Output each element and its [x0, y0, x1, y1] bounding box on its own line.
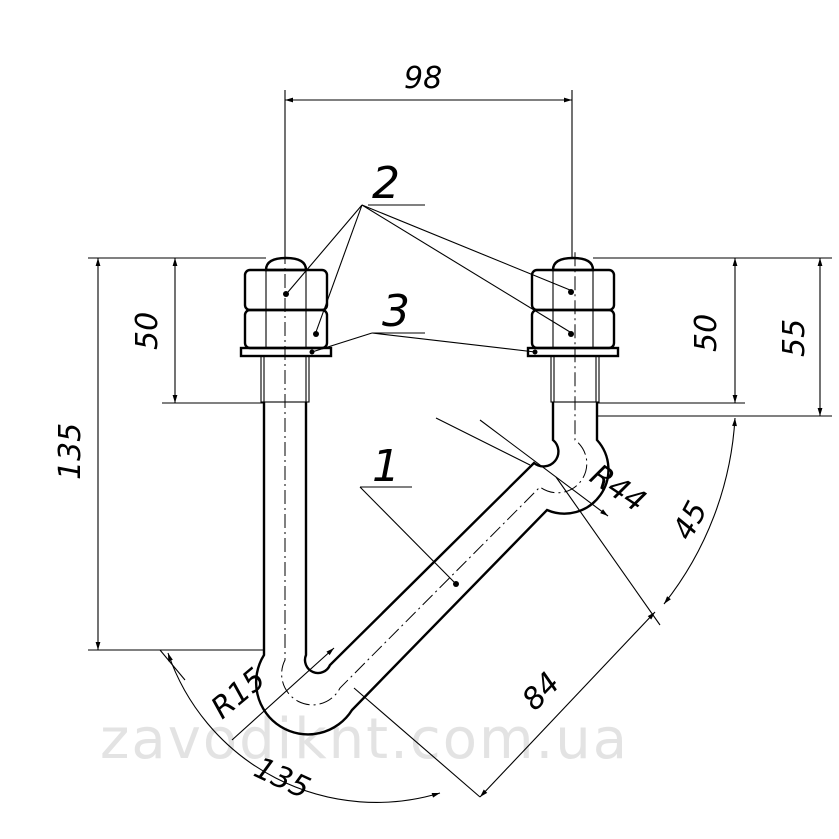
- position-2-label: 2: [372, 158, 400, 209]
- dim-angle: 45: [666, 496, 715, 546]
- dimension-lines: [95, 97, 823, 803]
- position-3-label: 3: [382, 286, 410, 337]
- extension-lines: [88, 90, 832, 798]
- dim-bend-radius-large: R44: [584, 458, 653, 520]
- dim-top-width: 98: [404, 61, 442, 96]
- dim-right-nut: 50: [689, 314, 724, 352]
- left-nut-assembly: [239, 256, 333, 358]
- dim-right-total: 55: [777, 319, 812, 357]
- watermark-text: zavodiknt.com.ua: [100, 707, 629, 772]
- radius-44-leader: [479, 419, 609, 517]
- position-1-label: 1: [372, 441, 400, 492]
- dim-left-height: 135: [53, 423, 88, 480]
- dim-left-nut: 50: [130, 312, 165, 350]
- leaders: [287, 204, 571, 587]
- right-nut-assembly: [526, 256, 620, 358]
